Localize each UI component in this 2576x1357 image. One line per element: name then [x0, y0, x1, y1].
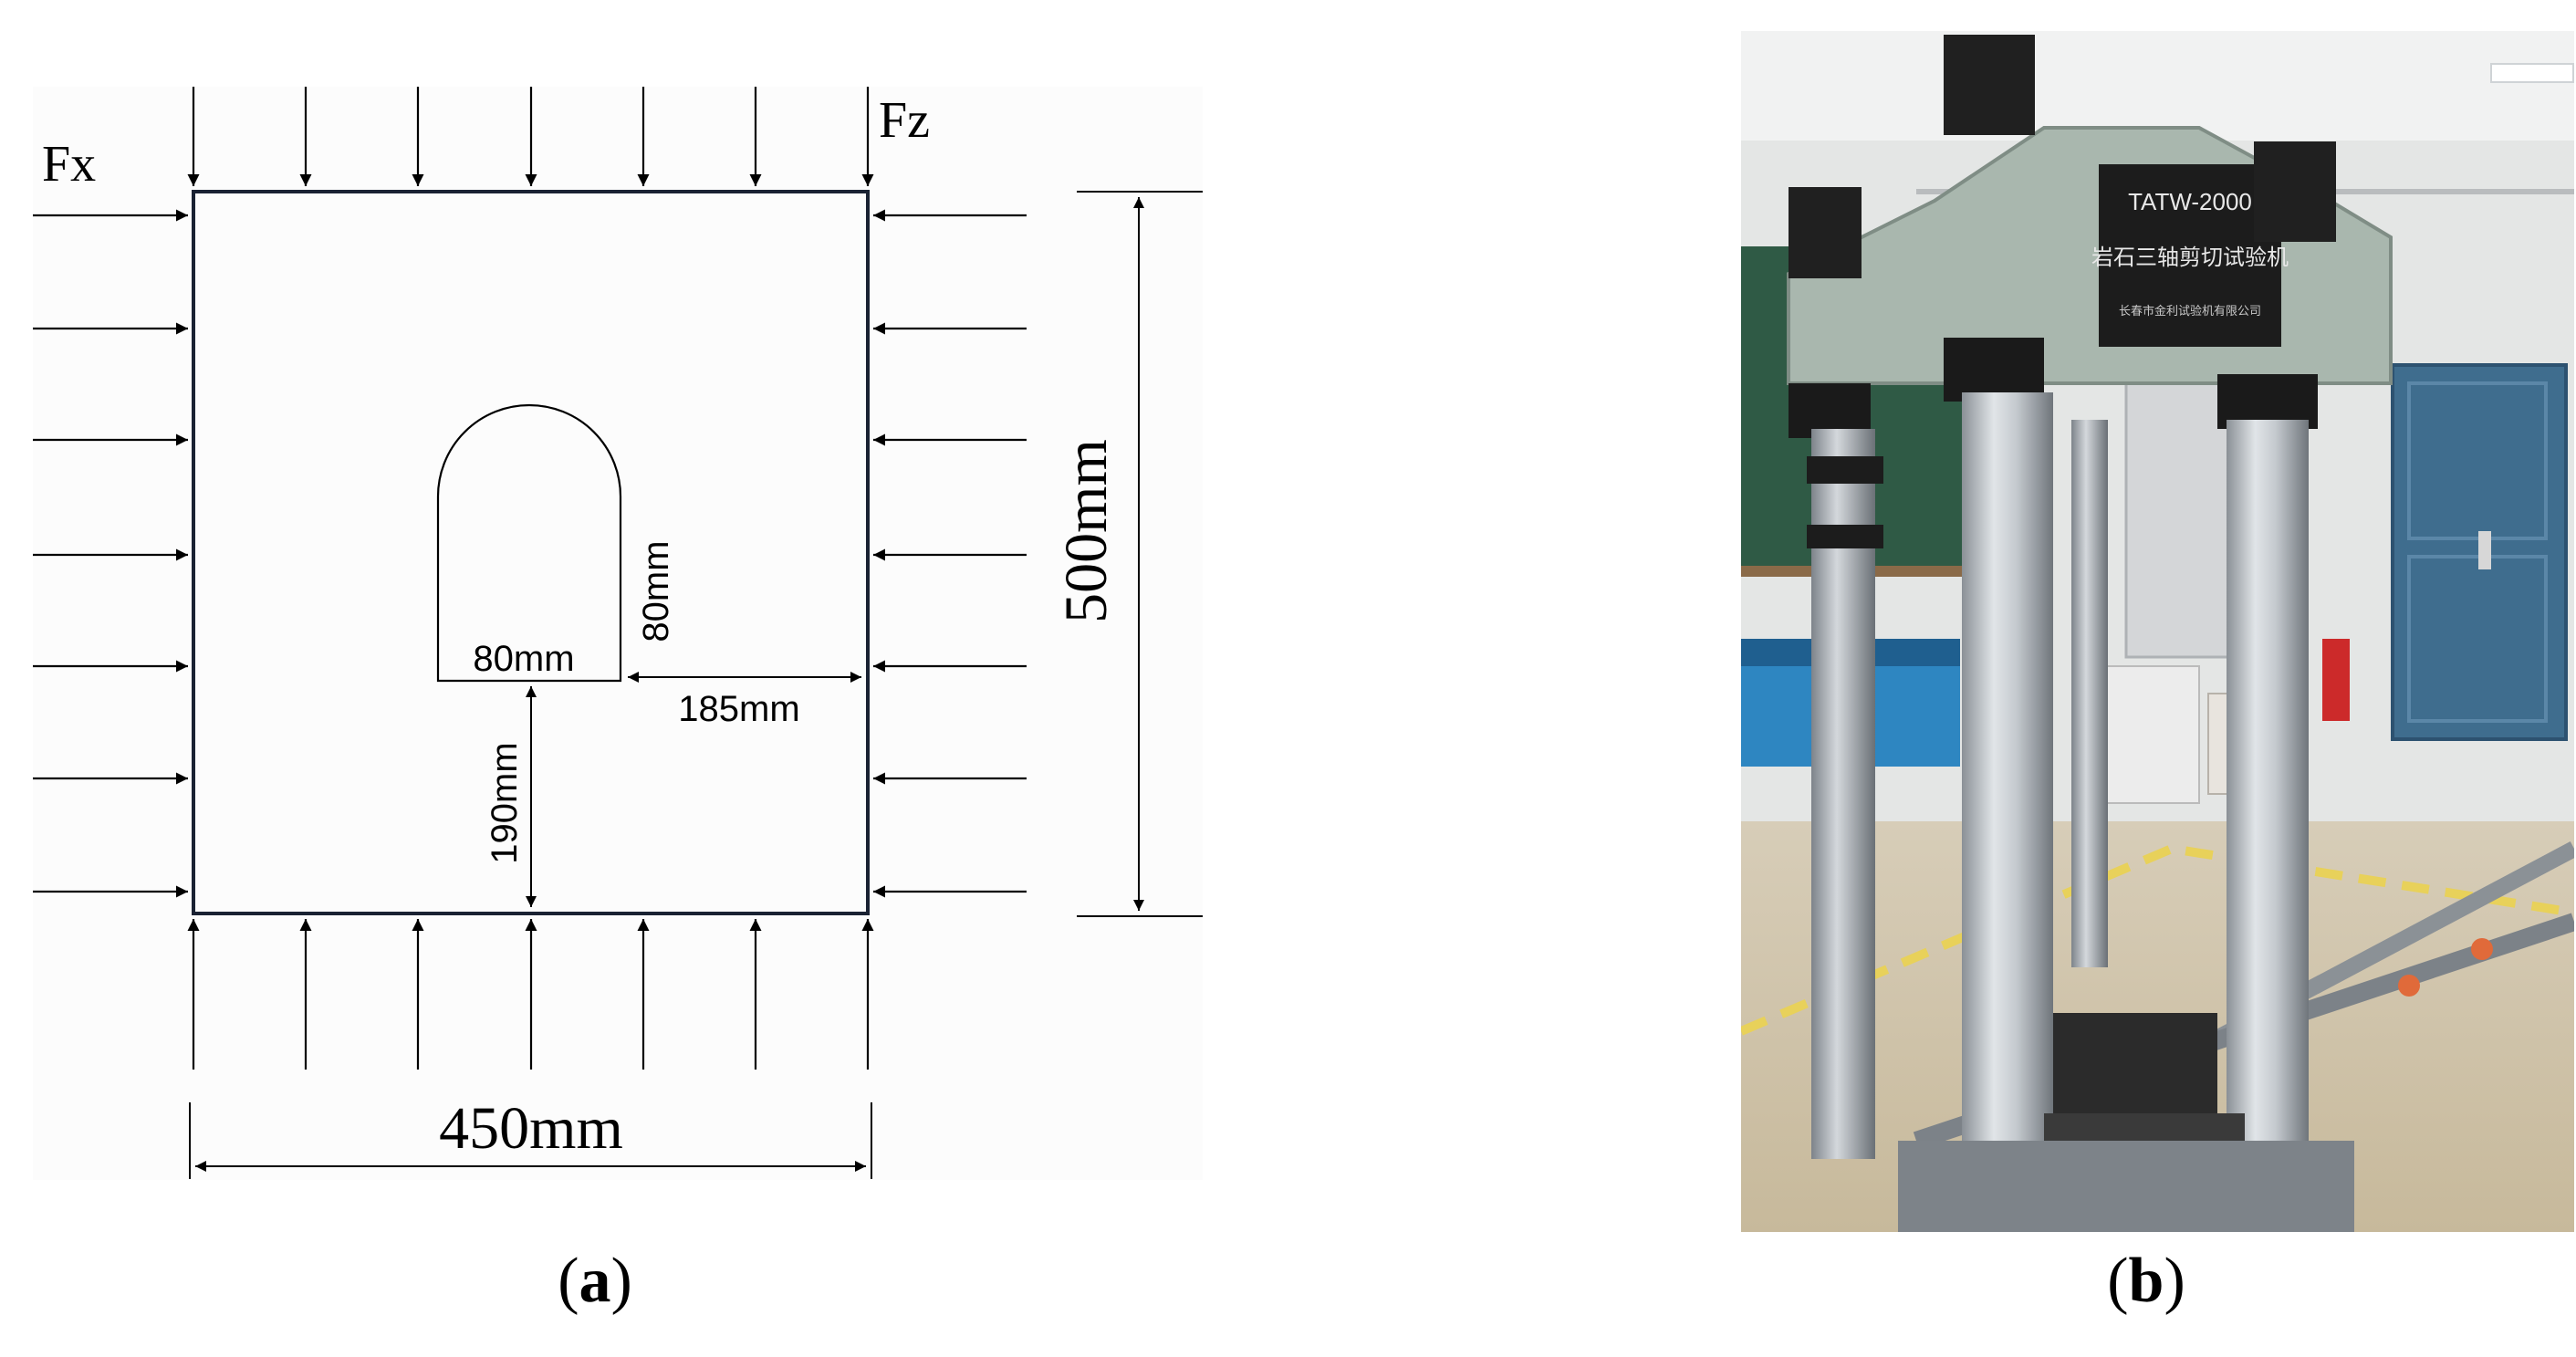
- top-load-arrows: [187, 87, 874, 186]
- machine-manufacturer: 长春市金利试验机有限公司: [2119, 304, 2261, 318]
- left-load-arrows: [33, 209, 188, 898]
- column: [2071, 420, 2108, 967]
- opening-height-label: 80mm: [636, 540, 676, 642]
- machine-model: TATW-2000: [2128, 188, 2252, 215]
- machine-name: 岩石三轴剪切试验机: [2091, 245, 2289, 270]
- bottom-load-arrows: [187, 919, 874, 1070]
- column-ring: [1807, 525, 1883, 548]
- right-load-arrows: [873, 209, 1027, 898]
- rail-foot: [2398, 975, 2420, 997]
- width-dimension: [189, 1102, 872, 1179]
- column: [1811, 429, 1875, 1159]
- panel-a: Fx Fz 500mm 450mm 80mm 80mm 185mm 190mm …: [33, 87, 1203, 1316]
- tunnel-opening: [436, 403, 622, 683]
- column-ring: [1807, 456, 1883, 484]
- door-panel: [2407, 555, 2548, 723]
- fire-extinguisher: [2322, 639, 2350, 721]
- door-panel: [2407, 381, 2548, 540]
- ceiling-lamp: [2490, 63, 2574, 83]
- force-x-label: Fx: [42, 136, 96, 193]
- column-nut: [2254, 141, 2336, 242]
- caption-a: (a): [558, 1246, 632, 1316]
- right-offset-label: 185mm: [678, 689, 799, 729]
- column: [2227, 420, 2309, 1232]
- force-z-label: Fz: [879, 92, 930, 149]
- column-collar: [1944, 338, 2044, 402]
- column: [1962, 392, 2053, 1232]
- column-nut: [1789, 187, 1862, 278]
- width-dim-label: 450mm: [439, 1095, 623, 1162]
- ceiling: [1741, 31, 2574, 141]
- drawing-background: [33, 87, 1203, 1180]
- base-frame: [1898, 1141, 2354, 1232]
- floor-safety-tape: [1741, 843, 2574, 1036]
- height-dimension: [1077, 191, 1203, 917]
- bottom-offset-label: 190mm: [485, 742, 525, 863]
- rail-foot: [2471, 938, 2493, 960]
- nameplate: [2099, 164, 2281, 347]
- panel-b: TATW-2000 岩石三轴剪切试验机 长春市金利试验机有限公司 (b): [1741, 31, 2574, 1316]
- opening-width-label: 80mm: [473, 639, 574, 679]
- column-nut: [1944, 35, 2035, 135]
- shear-box: [2053, 1013, 2217, 1122]
- height-dim-label: 500mm: [1053, 439, 1120, 623]
- caption-b: (b): [2107, 1246, 2185, 1316]
- machine-photo: TATW-2000 岩石三轴剪切试验机 长春市金利试验机有限公司: [1741, 31, 2574, 1232]
- door-handle: [2478, 531, 2491, 569]
- rock-sample: [2098, 665, 2200, 804]
- specimen-outline: [192, 190, 870, 915]
